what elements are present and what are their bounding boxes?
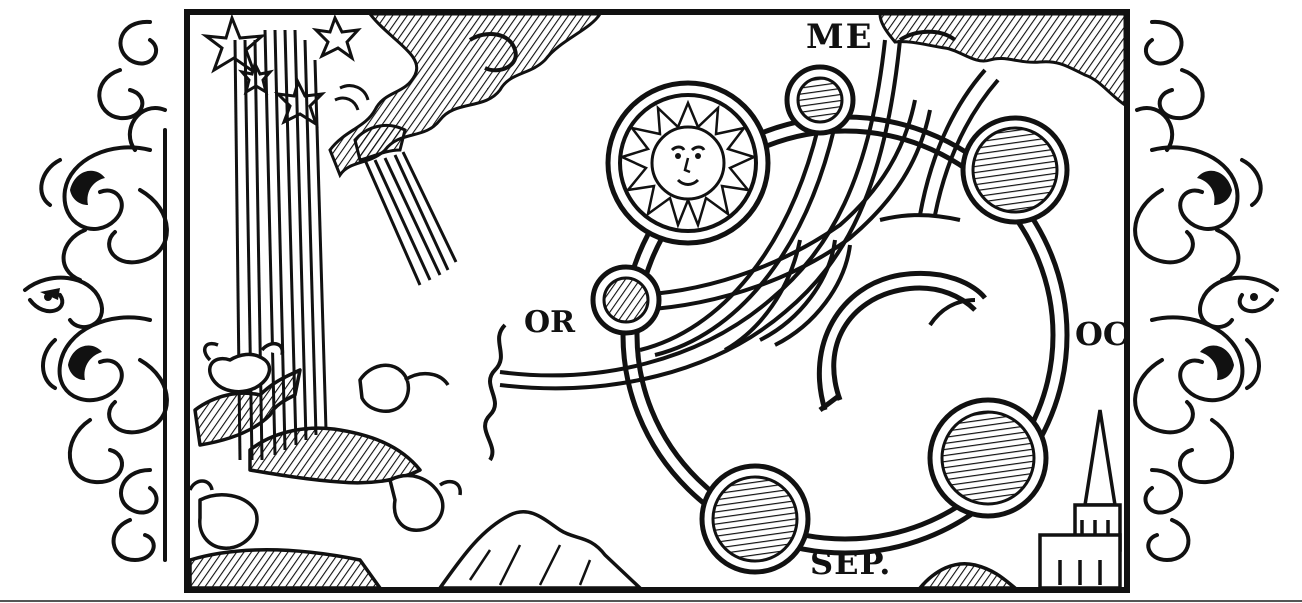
cattle-icon (188, 342, 462, 590)
label-north: ME (806, 17, 874, 57)
left-ornament-border (23, 19, 169, 563)
sun-with-face-icon (605, 80, 771, 246)
light-band (499, 39, 1000, 391)
label-south: SEP. (810, 544, 891, 582)
moon-phase-icon (699, 463, 811, 575)
moon-phase-icon (784, 64, 856, 136)
cloud-ledge (879, 213, 961, 222)
label-east: OR (524, 305, 576, 340)
horizon-edge (483, 323, 507, 462)
center-arc (816, 270, 987, 412)
storm-cloud-top-right (878, 12, 1127, 108)
moon-phase-icon (960, 115, 1070, 225)
moon-phase-icon (927, 397, 1049, 519)
comet-streak (334, 84, 458, 286)
moon-phase-icon (590, 264, 662, 336)
label-west: OC (1075, 315, 1128, 353)
church-tower-icon (1038, 409, 1122, 590)
left-ornament-shading (40, 170, 105, 380)
right-ornament-border (1133, 19, 1279, 563)
mountain-hill (436, 509, 1020, 590)
